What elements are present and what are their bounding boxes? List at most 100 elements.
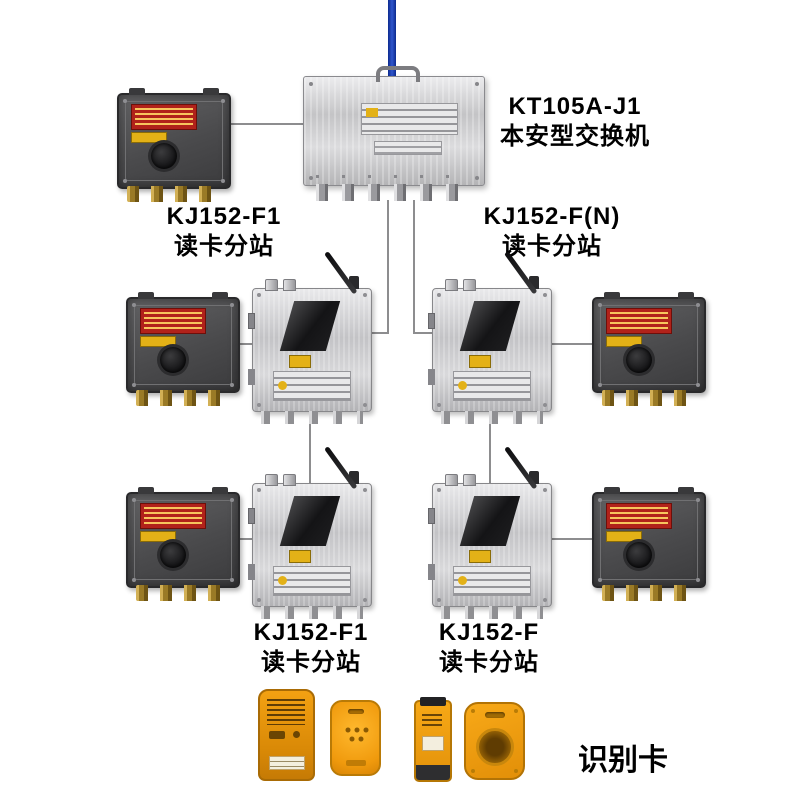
display-window <box>459 496 521 546</box>
connector-line <box>309 420 311 486</box>
card-sticker <box>422 736 444 751</box>
substation-bottom-left <box>248 446 372 619</box>
junction-box-mid-left <box>126 292 240 406</box>
nameplate <box>273 566 351 596</box>
station-label-bottom-right: KJ152-F 读卡分站 <box>409 618 569 678</box>
cable-entry-hole <box>151 143 177 169</box>
panel-frame <box>134 305 232 385</box>
station-type-text: 读卡分站 <box>439 649 539 676</box>
cable-entry-hole <box>626 542 652 568</box>
warning-label <box>289 550 311 563</box>
hinge <box>428 313 435 329</box>
screw-row <box>316 175 472 178</box>
panel-frame <box>134 500 232 580</box>
hinge <box>428 508 435 524</box>
hinge <box>248 313 255 329</box>
cert-label <box>606 531 642 542</box>
antenna-icon <box>504 446 538 490</box>
card-button <box>293 731 300 738</box>
top-fitting <box>265 279 278 291</box>
connector-line <box>489 420 491 486</box>
cable-glands <box>261 606 363 619</box>
substation-mid-left <box>248 251 372 424</box>
nameplate <box>453 566 531 596</box>
panel-frame <box>125 101 223 181</box>
junction-box-top-left <box>117 88 231 202</box>
station-model-text: KJ152-F <box>438 619 540 646</box>
warning-label <box>289 355 311 368</box>
top-fitting <box>463 279 476 291</box>
switch-device <box>303 66 485 201</box>
card-window <box>269 731 285 739</box>
warning-label <box>469 550 491 563</box>
mount-ear <box>138 292 154 299</box>
antenna-mount <box>529 276 539 289</box>
connector-line <box>368 332 389 334</box>
junction-box-mid-right <box>592 292 706 406</box>
station-type-text: 读卡分站 <box>502 233 602 260</box>
warning-label <box>606 308 672 334</box>
top-fitting <box>283 474 296 486</box>
junction-box-bottom-right <box>592 487 706 601</box>
antenna-mount <box>349 276 359 289</box>
antenna-icon <box>324 251 358 295</box>
warning-label <box>606 503 672 529</box>
connector-line <box>232 343 256 345</box>
switch-model-text: KT105A-J1 <box>508 93 642 120</box>
substation-bottom-right <box>428 446 552 619</box>
cable-glands <box>316 184 472 201</box>
connector-line <box>229 123 307 125</box>
card-base-band <box>416 765 450 780</box>
cable-glands <box>441 411 543 424</box>
card-text-block <box>267 699 305 725</box>
station-type-text: 读卡分站 <box>261 649 361 676</box>
cable-glands <box>136 390 232 406</box>
connector-line <box>413 332 434 334</box>
warning-label <box>140 308 206 334</box>
card-sticker <box>345 760 366 766</box>
mount-ear <box>604 292 620 299</box>
panel-frame <box>600 305 698 385</box>
junction-box-bottom-left <box>126 487 240 601</box>
top-fitting <box>445 279 458 291</box>
switch-name-text: 本安型交换机 <box>500 123 650 150</box>
top-fitting <box>265 474 278 486</box>
display-window <box>279 496 341 546</box>
switch-nameplate <box>361 103 458 135</box>
warning-label <box>131 104 197 130</box>
lanyard-slot <box>484 712 505 718</box>
connector-line <box>413 200 415 334</box>
switch-handle <box>376 66 420 82</box>
card-text-block <box>422 714 442 728</box>
id-card-3 <box>414 697 452 782</box>
nameplate <box>453 371 531 401</box>
cert-label <box>606 336 642 347</box>
mount-ear <box>604 487 620 494</box>
station-type-text: 读卡分站 <box>174 233 274 260</box>
panel-frame <box>600 500 698 580</box>
station-model-text: KJ152-F1 <box>253 619 369 646</box>
cable-entry-hole <box>160 542 186 568</box>
connector-line <box>387 200 389 334</box>
hinge <box>248 508 255 524</box>
cable-glands <box>136 585 232 601</box>
antenna-mount <box>349 471 359 484</box>
speaker-holes <box>342 726 370 746</box>
switch-sublabel <box>374 141 442 155</box>
top-fitting <box>445 474 458 486</box>
card-sticker <box>269 756 305 770</box>
cable-glands <box>602 390 698 406</box>
switch-label: KT105A-J1 本安型交换机 <box>482 92 668 152</box>
display-window <box>459 301 521 351</box>
warning-label <box>140 503 206 529</box>
antenna-icon <box>324 446 358 490</box>
top-fitting <box>463 474 476 486</box>
substation-mid-right <box>428 251 552 424</box>
station-label-bottom-left: KJ152-F1 读卡分站 <box>231 618 391 678</box>
top-fitting <box>283 279 296 291</box>
antenna-mount <box>529 471 539 484</box>
connector-line <box>232 538 256 540</box>
mount-ear <box>138 487 154 494</box>
uplink-cable <box>388 0 396 78</box>
